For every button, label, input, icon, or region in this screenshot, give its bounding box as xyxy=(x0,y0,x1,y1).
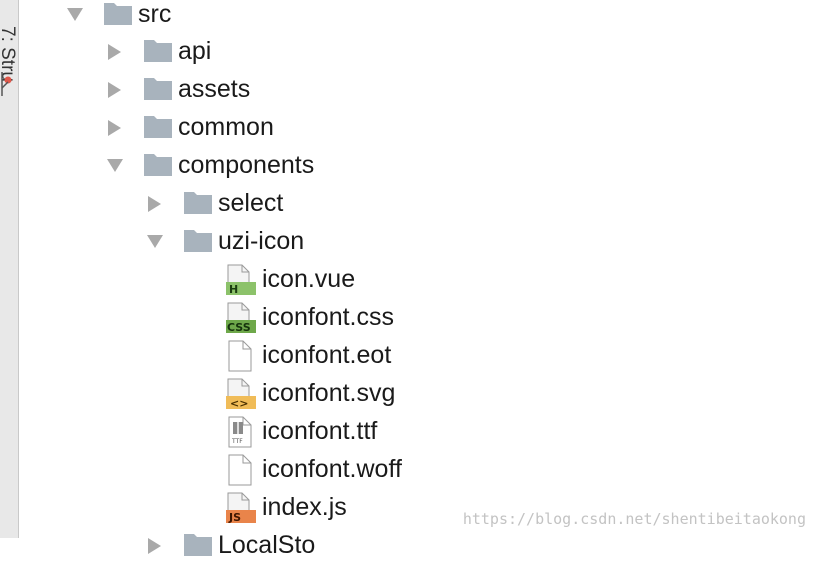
expanded-arrow-icon[interactable] xyxy=(66,0,88,33)
vcs-branch-icon[interactable] xyxy=(0,70,14,100)
expanded-arrow-icon[interactable] xyxy=(106,146,128,184)
tree-item-label: iconfont.eot xyxy=(262,340,392,369)
file-badge: TTF xyxy=(231,438,243,445)
folder-icon xyxy=(104,0,132,33)
tree-item-label: select xyxy=(218,188,284,217)
folder-icon xyxy=(184,184,212,222)
tree-item-src[interactable]: src xyxy=(66,0,171,33)
tree-item-select[interactable]: select xyxy=(146,184,283,222)
tree-item-label: iconfont.ttf xyxy=(262,416,378,445)
tree-item-common[interactable]: common xyxy=(106,108,274,146)
tree-item-label: iconfont.css xyxy=(262,302,395,331)
expanded-arrow-icon[interactable] xyxy=(146,222,168,260)
tree-item-label: iconfont.svg xyxy=(262,378,396,407)
tree-item-icon-vue[interactable]: H icon.vue xyxy=(226,260,355,298)
tree-item-label: api xyxy=(178,36,212,65)
file-badge: <> xyxy=(230,397,248,410)
tree-item-assets[interactable]: assets xyxy=(106,70,250,108)
folder-icon xyxy=(144,108,172,146)
folder-icon xyxy=(184,222,212,260)
structure-side-panel: 7: Stru xyxy=(0,0,19,538)
folder-icon xyxy=(144,146,172,184)
tree-item-label: common xyxy=(178,112,274,141)
tree-item-localsto[interactable]: LocalSto xyxy=(146,526,315,564)
file-badge: H xyxy=(229,283,238,296)
folder-icon xyxy=(184,526,212,564)
tree-item-label: iconfont.woff xyxy=(262,454,402,483)
tree-item-label: components xyxy=(178,150,315,179)
collapsed-arrow-icon[interactable] xyxy=(106,70,128,108)
tree-item-api[interactable]: api xyxy=(106,32,211,70)
collapsed-arrow-icon[interactable] xyxy=(146,184,168,222)
css-file-icon: CSS xyxy=(226,298,256,336)
tree-item-label: LocalSto xyxy=(218,530,316,559)
tree-item-iconfont-ttf[interactable]: TTF iconfont.ttf xyxy=(226,412,377,450)
tree-item-iconfont-eot[interactable]: iconfont.eot xyxy=(226,336,391,374)
tree-item-uzi-icon[interactable]: uzi-icon xyxy=(146,222,304,260)
js-file-icon: JS xyxy=(226,488,256,526)
font-file-icon: TTF xyxy=(226,412,256,450)
collapsed-arrow-icon[interactable] xyxy=(106,108,128,146)
tree-item-label: src xyxy=(138,0,172,28)
tree-item-iconfont-css[interactable]: CSS iconfont.css xyxy=(226,298,394,336)
file-badge: JS xyxy=(228,511,241,524)
collapsed-arrow-icon[interactable] xyxy=(106,32,128,70)
file-badge: CSS xyxy=(227,321,251,334)
collapsed-arrow-icon[interactable] xyxy=(146,526,168,564)
tree-item-iconfont-svg[interactable]: <> iconfont.svg xyxy=(226,374,395,412)
blank-file-icon xyxy=(226,336,256,374)
project-tree: src api assets common xyxy=(66,0,402,559)
tree-item-components[interactable]: components xyxy=(106,146,314,184)
tree-item-label: assets xyxy=(178,74,251,103)
folder-icon xyxy=(144,32,172,70)
tree-item-label: index.js xyxy=(262,492,347,521)
tree-item-index-js[interactable]: JS index.js xyxy=(226,488,347,526)
blank-file-icon xyxy=(226,450,256,488)
tree-item-label: uzi-icon xyxy=(218,226,305,255)
html-file-icon: H xyxy=(226,260,256,298)
tree-item-label: icon.vue xyxy=(262,264,356,293)
xml-file-icon: <> xyxy=(226,374,256,412)
folder-icon xyxy=(144,70,172,108)
tree-item-iconfont-woff[interactable]: iconfont.woff xyxy=(226,450,402,488)
watermark-url: https://blog.csdn.net/shentibeitaokong xyxy=(462,510,806,528)
